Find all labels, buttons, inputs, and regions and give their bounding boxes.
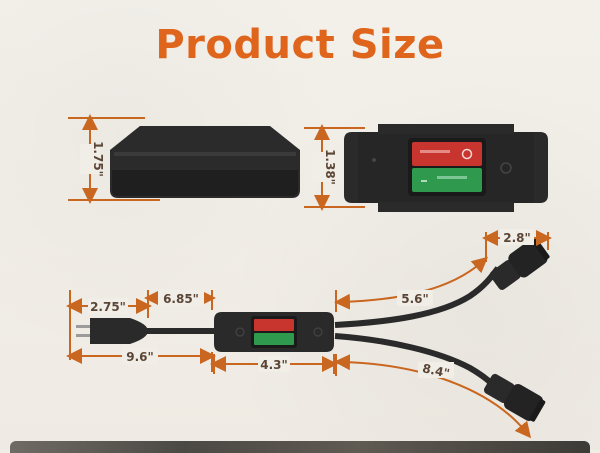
side-height-label: 1.75" bbox=[91, 141, 105, 177]
upper-cord-label: 5.6" bbox=[401, 292, 429, 306]
green-switch bbox=[412, 168, 482, 192]
red-switch bbox=[412, 142, 482, 166]
cord-to-box-dimension: 6.85" bbox=[144, 290, 216, 310]
side-view-device bbox=[110, 126, 300, 198]
upper-cord-dimension: 5.6" bbox=[334, 256, 489, 312]
plug-prong-top bbox=[76, 325, 90, 328]
side-height-dimension: 1.75" bbox=[68, 114, 160, 204]
lower-cord-dimension: 8.4" bbox=[334, 354, 532, 439]
connector-width-label: 2.8" bbox=[503, 231, 531, 245]
top-height-label: 1.38" bbox=[323, 149, 337, 185]
left-total-dimension: 9.6" bbox=[66, 348, 216, 372]
connector-width-dimension: 2.8" bbox=[482, 229, 552, 262]
box-length-label: 4.3" bbox=[260, 358, 288, 372]
bottom-photo-strip bbox=[10, 441, 590, 453]
plug-body bbox=[90, 318, 148, 344]
plug-prong-bottom bbox=[76, 334, 90, 337]
plug-length-label: 2.75" bbox=[90, 300, 126, 314]
top-height-dimension: 1.38" bbox=[304, 124, 365, 211]
lower-cord-label: 8.4" bbox=[421, 361, 451, 380]
box-length-dimension: 4.3" bbox=[210, 354, 338, 374]
top-view-device bbox=[344, 124, 548, 212]
plug-length-dimension: 2.75" bbox=[66, 290, 152, 360]
lower-outlet-connector bbox=[483, 373, 546, 422]
page-title: Product Size bbox=[155, 22, 445, 68]
left-total-label: 9.6" bbox=[126, 350, 154, 364]
cord-to-box-label: 6.85" bbox=[163, 292, 199, 306]
